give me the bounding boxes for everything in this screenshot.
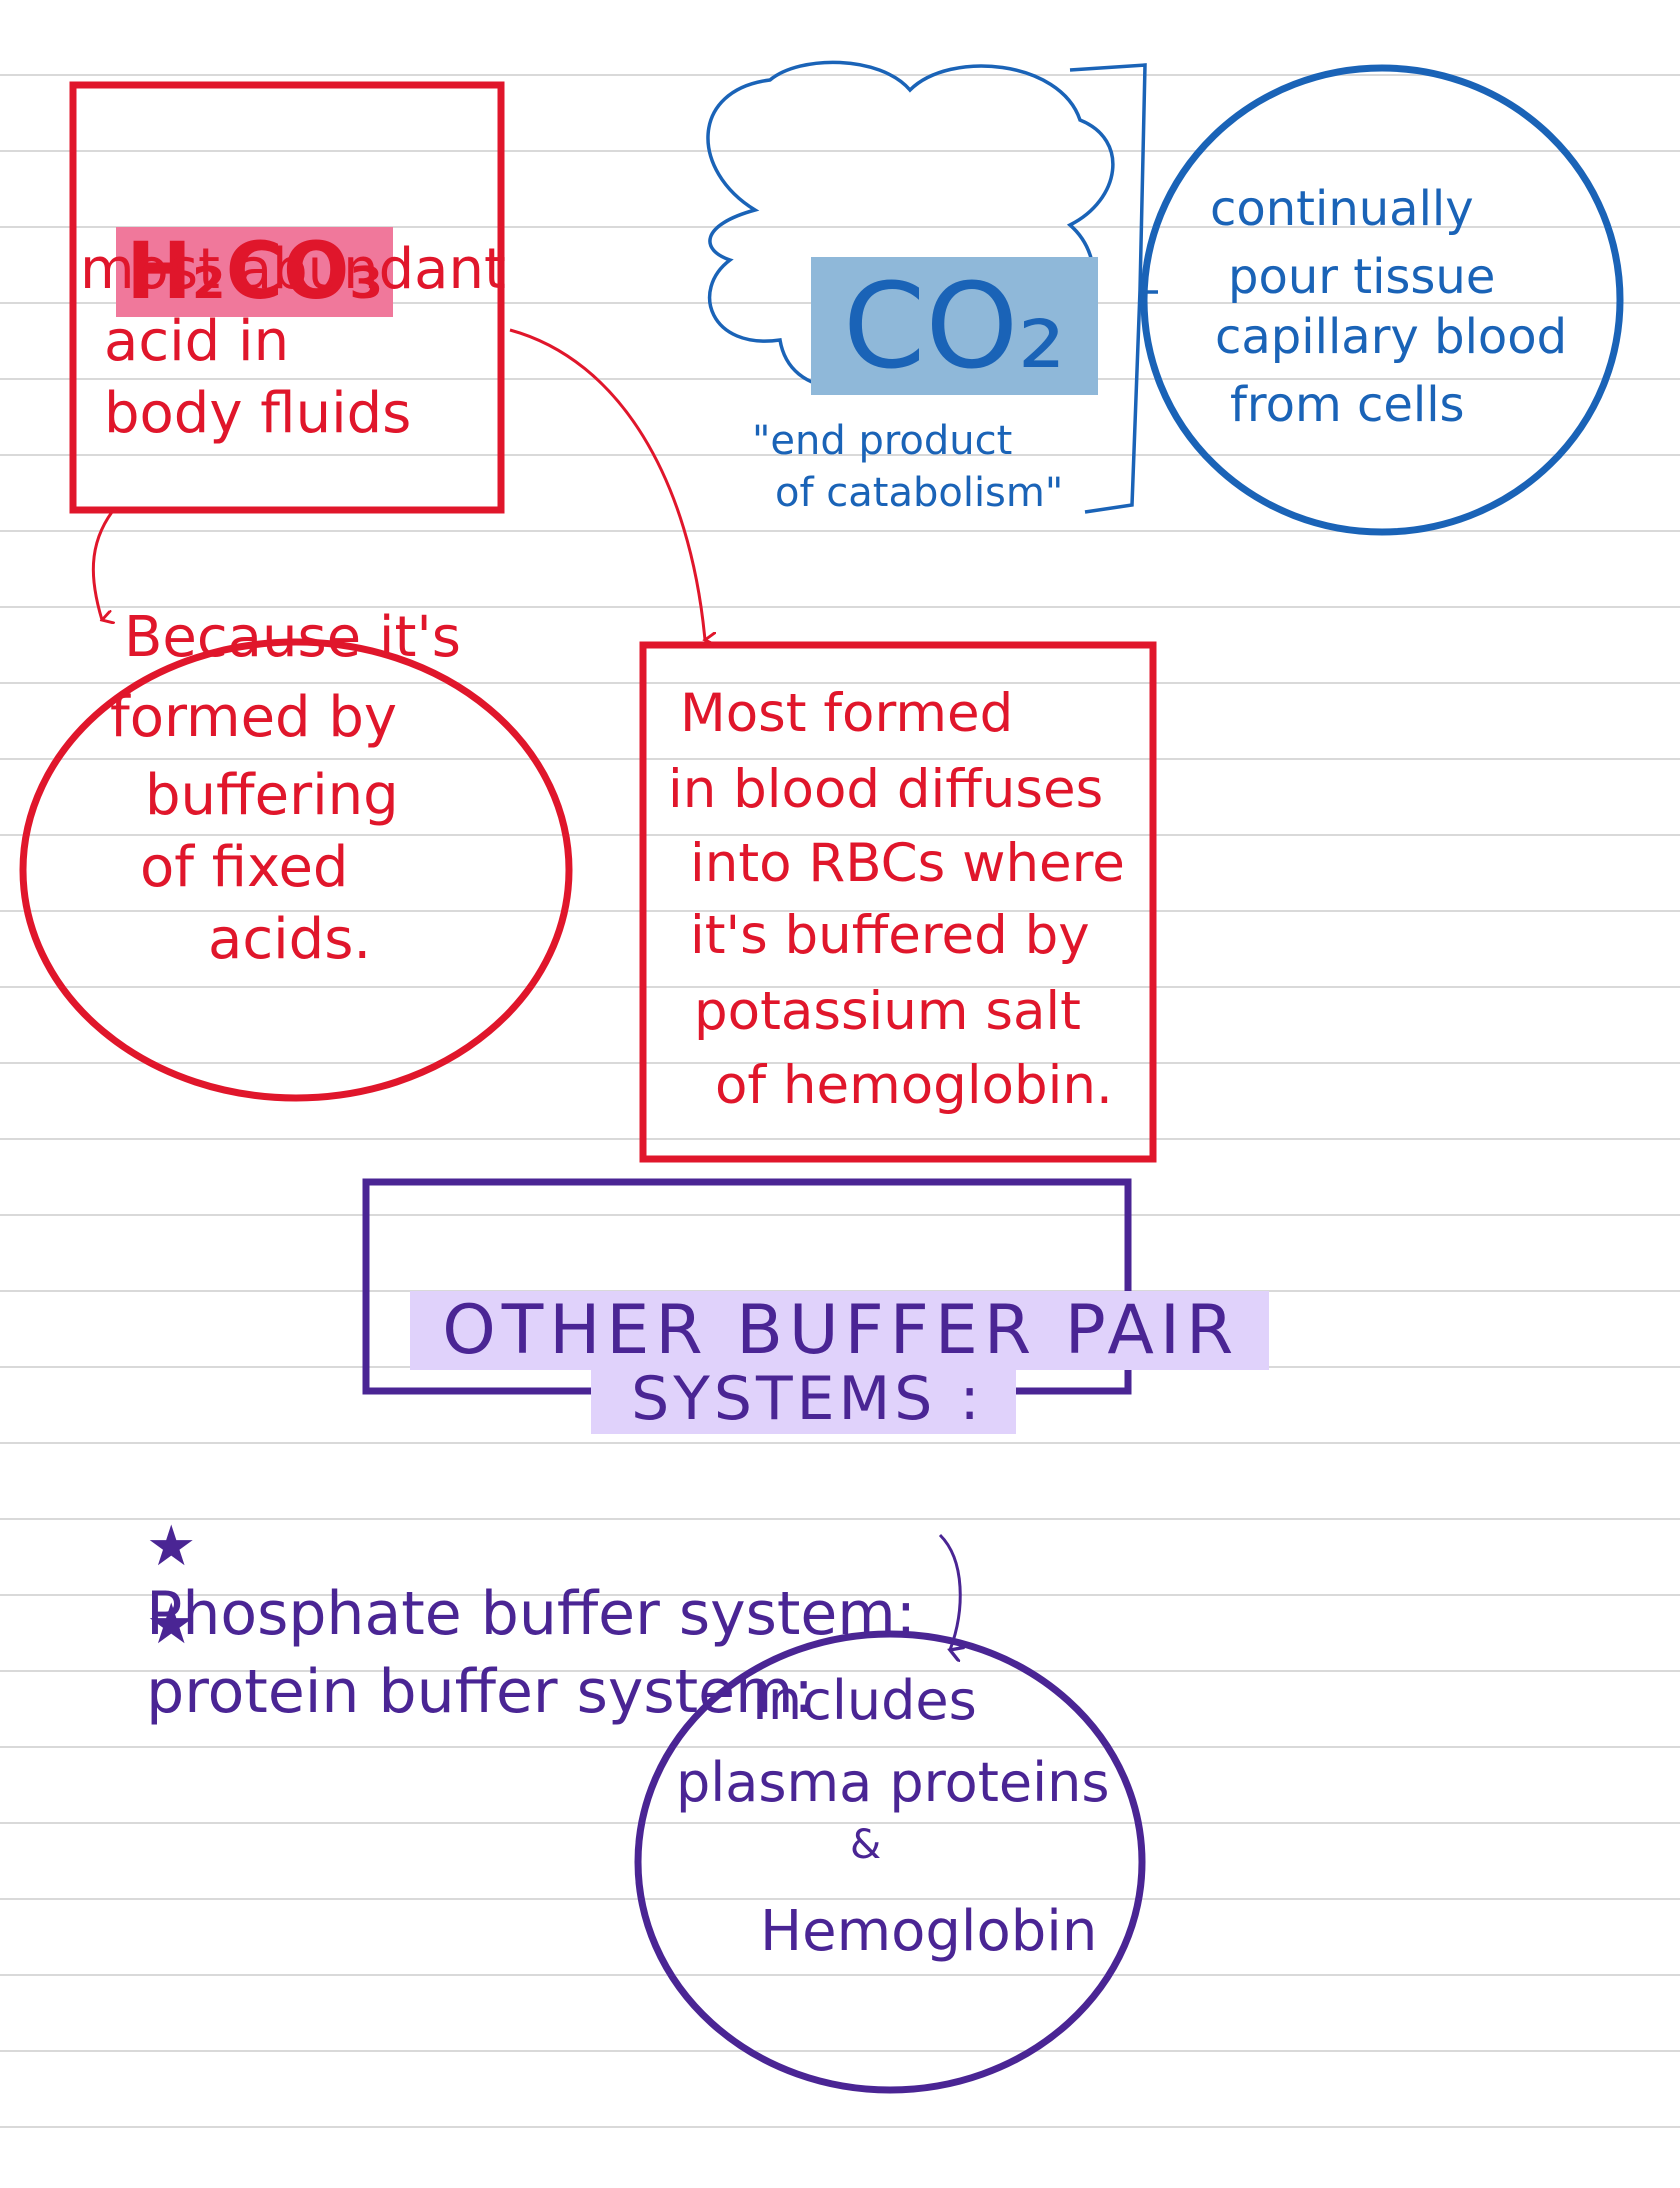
rbc-line-6: of hemoglobin.	[715, 1055, 1113, 1116]
continually-line-1: continually	[1210, 181, 1474, 237]
buffer-list-label-1: Phosphate buffer system:	[146, 1579, 916, 1649]
rbc-line-5: potassium salt	[694, 981, 1081, 1042]
h2co3-line-2: acid in	[104, 309, 290, 374]
rbc-line-1: Most formed	[680, 683, 1014, 744]
because-line-2: formed by	[110, 685, 398, 750]
rbc-line-3: into RBCs where	[690, 833, 1125, 894]
continually-line-3: capillary blood	[1215, 309, 1568, 365]
includes-line-3: &	[850, 1822, 882, 1868]
arrow-to-rbc-box	[509, 328, 705, 640]
because-line-3: buffering	[145, 763, 399, 828]
rbc-line-2: in blood diffuses	[668, 759, 1104, 820]
h2co3-formula: H₂CO₃	[62, 138, 394, 317]
includes-circle	[634, 1630, 1146, 2094]
star-icon: ★	[146, 1592, 197, 1657]
h2co3-box	[69, 81, 505, 514]
includes-line-1: Includes	[752, 1669, 977, 1732]
continually-line-4: from cells	[1230, 377, 1465, 433]
because-line-5: acids.	[208, 907, 372, 972]
co2-caption-line-1: "end product	[752, 418, 1013, 464]
rbc-box	[639, 641, 1157, 1163]
star-icon: ★	[146, 1514, 197, 1579]
arrow-to-includes-circle	[938, 1533, 960, 1650]
because-circle	[19, 638, 573, 1102]
h2co3-line-1: most abundant	[80, 237, 506, 302]
continually-circle	[1140, 64, 1624, 536]
arrow-to-because-circle	[91, 511, 112, 620]
buffer-list-item-2: ★ protein buffer system:	[108, 1520, 814, 1727]
other-buffer-line-1: OTHER BUFFER PAIR	[355, 1214, 1270, 1371]
other-buffer-line-2: SYSTEMS :	[545, 1296, 1016, 1434]
because-line-4: of fixed	[140, 835, 349, 900]
rbc-line-4: it's buffered by	[690, 905, 1090, 966]
co2-formula: CO₂	[736, 132, 1098, 395]
h2co3-line-3: body fluids	[104, 381, 412, 446]
buffer-list-label-2: protein buffer system:	[146, 1657, 814, 1727]
continually-line-2: pour tissue	[1228, 249, 1496, 305]
co2-caption-line-2: of catabolism"	[775, 470, 1064, 516]
because-line-1: Because it's	[124, 605, 461, 670]
buffer-list-item-1: ★ Phosphate buffer system:	[108, 1442, 916, 1649]
includes-line-2: plasma proteins	[676, 1751, 1110, 1814]
includes-line-4: Hemoglobin	[760, 1899, 1098, 1964]
